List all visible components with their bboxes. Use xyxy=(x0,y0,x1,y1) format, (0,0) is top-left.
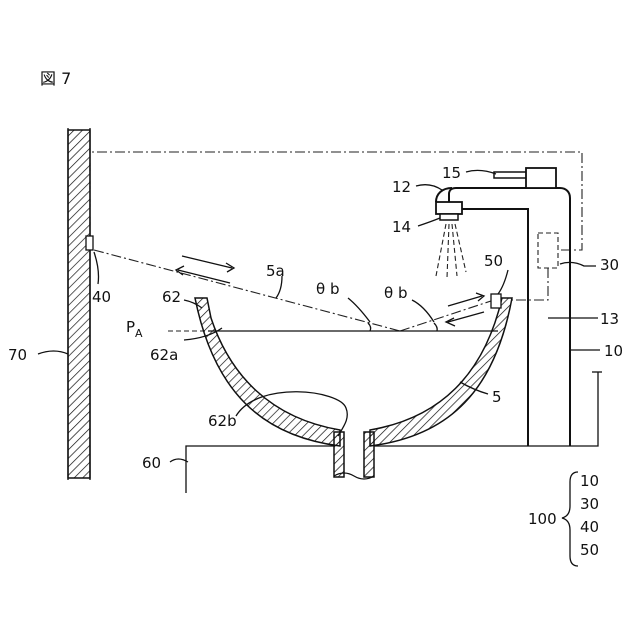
group-100-members: 10 30 40 50 xyxy=(580,472,599,559)
label-12: 12 xyxy=(392,178,411,196)
label-PA-main: P xyxy=(126,318,135,336)
label-PA-sub: A xyxy=(135,327,143,340)
arrow-head-back-right xyxy=(446,318,455,326)
wall-70 xyxy=(68,130,90,478)
leader-60 xyxy=(170,459,188,462)
reflected-line xyxy=(400,300,494,331)
arrow-back-top xyxy=(178,270,230,283)
leader-30 xyxy=(560,262,596,266)
label-30: 30 xyxy=(600,256,619,274)
controller-30 xyxy=(538,233,558,268)
group-100-member-10: 10 xyxy=(580,472,599,490)
leader-50 xyxy=(498,270,508,294)
theta-arc-left xyxy=(368,323,371,331)
leader-70 xyxy=(38,351,68,354)
spray-3 xyxy=(452,224,457,276)
counter-left xyxy=(186,446,334,493)
sensor-40 xyxy=(86,236,93,250)
figure-title: 図 7 xyxy=(40,69,71,88)
nozzle-14 xyxy=(440,214,458,220)
leader-40 xyxy=(94,252,99,284)
lever-15 xyxy=(494,172,528,178)
label-13: 13 xyxy=(600,310,619,328)
label-10: 10 xyxy=(604,342,623,360)
group-brace xyxy=(562,472,578,566)
label-62b: 62b xyxy=(208,412,237,430)
lever-base xyxy=(526,168,556,188)
spray-2 xyxy=(447,224,449,278)
group-100-member-50: 50 xyxy=(580,541,599,559)
leader-12 xyxy=(416,185,442,190)
detection-line-5a xyxy=(94,250,400,331)
label-62: 62 xyxy=(162,288,181,306)
label-14: 14 xyxy=(392,218,411,236)
leader-15 xyxy=(466,170,496,174)
group-100-member-40: 40 xyxy=(580,518,599,536)
label-70: 70 xyxy=(8,346,27,364)
label-PA: PA xyxy=(126,318,143,340)
leader-theta2 xyxy=(412,300,434,322)
label-5: 5 xyxy=(492,388,502,406)
sensor-50 xyxy=(491,294,501,308)
arrow-out-top xyxy=(182,256,232,268)
label-theta-b-2: θ b xyxy=(384,284,407,302)
group-100-member-30: 30 xyxy=(580,495,599,513)
wiring-top xyxy=(90,152,582,250)
bowl-wall-right xyxy=(370,298,512,446)
theta-arc-right xyxy=(434,323,437,331)
spray-4 xyxy=(455,224,466,272)
drain-wall-left xyxy=(334,432,344,477)
spray-1 xyxy=(436,224,446,276)
leader-14 xyxy=(418,218,440,226)
label-50: 50 xyxy=(484,252,503,270)
spout-tip xyxy=(436,202,462,214)
drain-wall-right xyxy=(364,432,374,477)
label-40: 40 xyxy=(92,288,111,306)
arrow-out-right xyxy=(448,296,482,306)
label-5a: 5a xyxy=(266,262,285,280)
label-theta-b-1: θ b xyxy=(316,280,339,298)
label-62a: 62a xyxy=(150,346,178,364)
label-100: 100 xyxy=(528,510,557,528)
label-15: 15 xyxy=(442,164,461,182)
label-60: 60 xyxy=(142,454,161,472)
